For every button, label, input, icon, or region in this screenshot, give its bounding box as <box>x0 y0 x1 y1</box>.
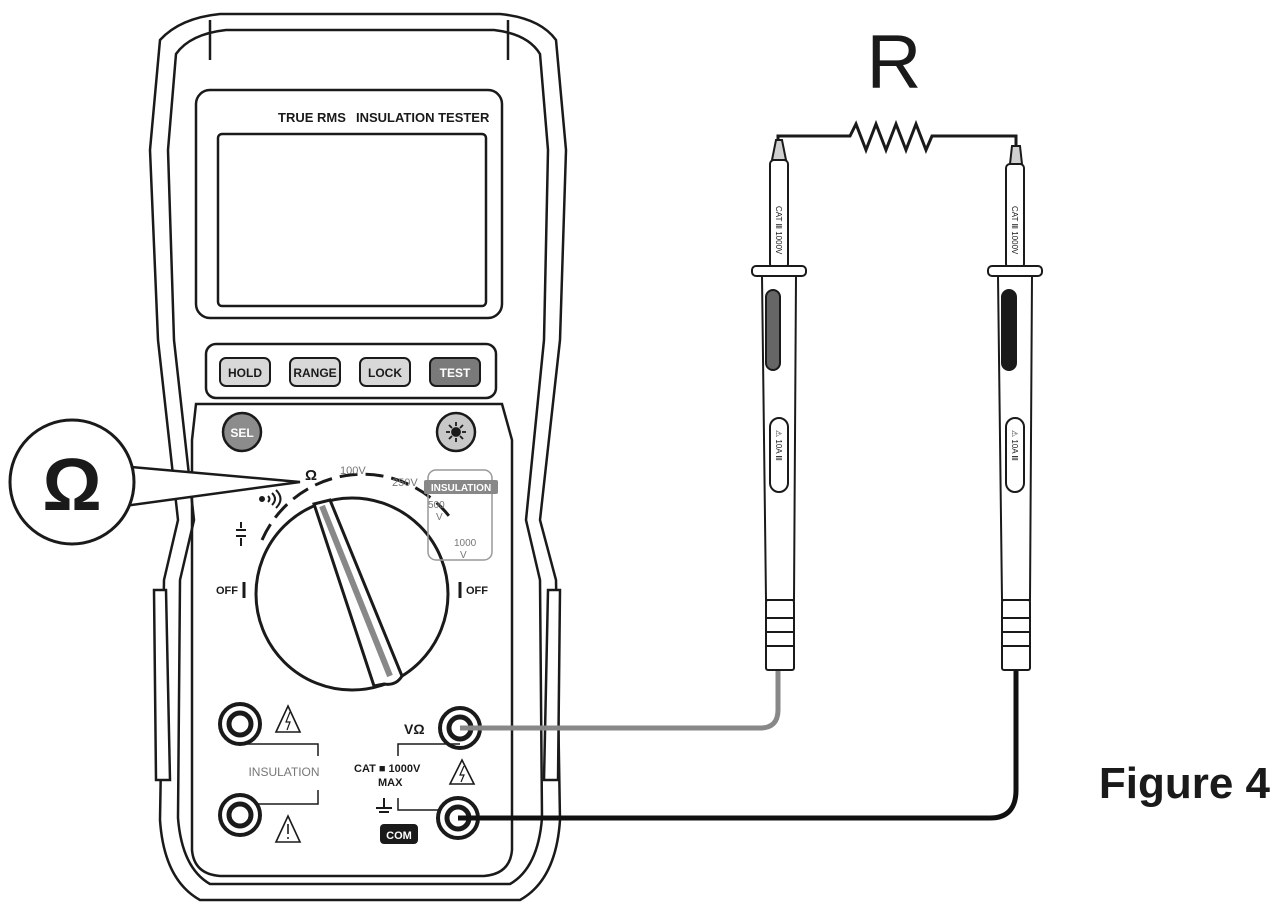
range-button[interactable]: RANGE <box>289 357 341 387</box>
sun-icon <box>446 422 466 442</box>
test-button[interactable]: TEST <box>429 357 481 387</box>
dial-off-right: OFF <box>466 585 488 597</box>
insulation-jack-bottom[interactable] <box>218 793 262 837</box>
cat-rating-line2: MAX <box>378 777 403 789</box>
range-1000-num: 1000 <box>454 538 477 549</box>
dial-off-left: OFF <box>216 585 238 597</box>
sel-button-label: SEL <box>230 426 253 440</box>
resistor-label: R <box>867 20 922 105</box>
left-probe <box>751 139 807 671</box>
range-250v: 250V <box>392 477 418 489</box>
hold-button[interactable]: HOLD <box>219 357 271 387</box>
figure-caption: Figure 4 <box>1099 759 1271 808</box>
insulation-jack-label: INSULATION <box>248 765 319 779</box>
hold-button-label: HOLD <box>228 366 262 380</box>
range-500-num: 500 <box>428 500 445 511</box>
left-probe-badge: ⚠ 10A Ⅲ <box>774 430 783 461</box>
com-jack-label: COM <box>386 830 412 842</box>
lock-button[interactable]: LOCK <box>359 357 411 387</box>
ohm-callout: Ω <box>8 418 301 546</box>
test-button-label: TEST <box>440 366 471 380</box>
multimeter <box>148 12 568 902</box>
right-grip <box>542 588 562 782</box>
warning-icon <box>448 758 476 785</box>
warning-icon <box>274 704 302 733</box>
cat-rating-line1: CAT ■ 1000V <box>354 763 421 775</box>
insulation-tag-text: INSULATION <box>431 483 491 494</box>
com-badge: COM <box>380 824 418 844</box>
range-100v: 100V <box>340 465 366 477</box>
left-grip <box>152 588 172 782</box>
dial-pointer-inner <box>319 504 393 678</box>
vohm-jack-label: VΩ <box>404 721 425 737</box>
lcd-screen <box>216 132 488 308</box>
front-panel <box>190 402 514 878</box>
right-probe <box>987 145 1043 671</box>
dial-scale-arc <box>260 472 454 541</box>
ground-icon <box>376 798 392 813</box>
lock-button-label: LOCK <box>368 366 402 380</box>
range-button-label: RANGE <box>293 366 336 380</box>
dial-ohm-label: Ω <box>305 467 317 484</box>
red-lead-wire <box>460 670 781 731</box>
brand-true-rms: TRUE RMS <box>278 110 346 125</box>
sound-icon <box>259 489 282 509</box>
capacitor-icon <box>236 522 246 546</box>
resistor <box>776 119 1018 155</box>
range-1000-unit: V <box>460 550 467 561</box>
right-probe-badge: ⚠ 10A Ⅲ <box>1010 430 1019 461</box>
caution-icon <box>274 814 302 843</box>
sel-button[interactable]: SEL <box>221 411 263 453</box>
rotary-dial[interactable] <box>254 472 454 692</box>
insulation-tag: INSULATION <box>424 480 498 494</box>
ohm-callout-symbol: Ω <box>42 443 101 526</box>
range-500-unit: V <box>436 512 443 523</box>
insulation-jacks: INSULATION <box>218 702 320 843</box>
button-strip <box>204 342 498 400</box>
insulation-jack-top[interactable] <box>218 702 262 746</box>
left-probe-rating: CAT Ⅲ 1000V <box>774 206 783 255</box>
backlight-button[interactable] <box>435 411 477 453</box>
black-lead-wire <box>458 670 1019 821</box>
brand-insulation-tester: INSULATION TESTER <box>356 110 490 125</box>
right-probe-rating: CAT Ⅲ 1000V <box>1010 206 1019 255</box>
insulation-range-box <box>427 469 493 561</box>
